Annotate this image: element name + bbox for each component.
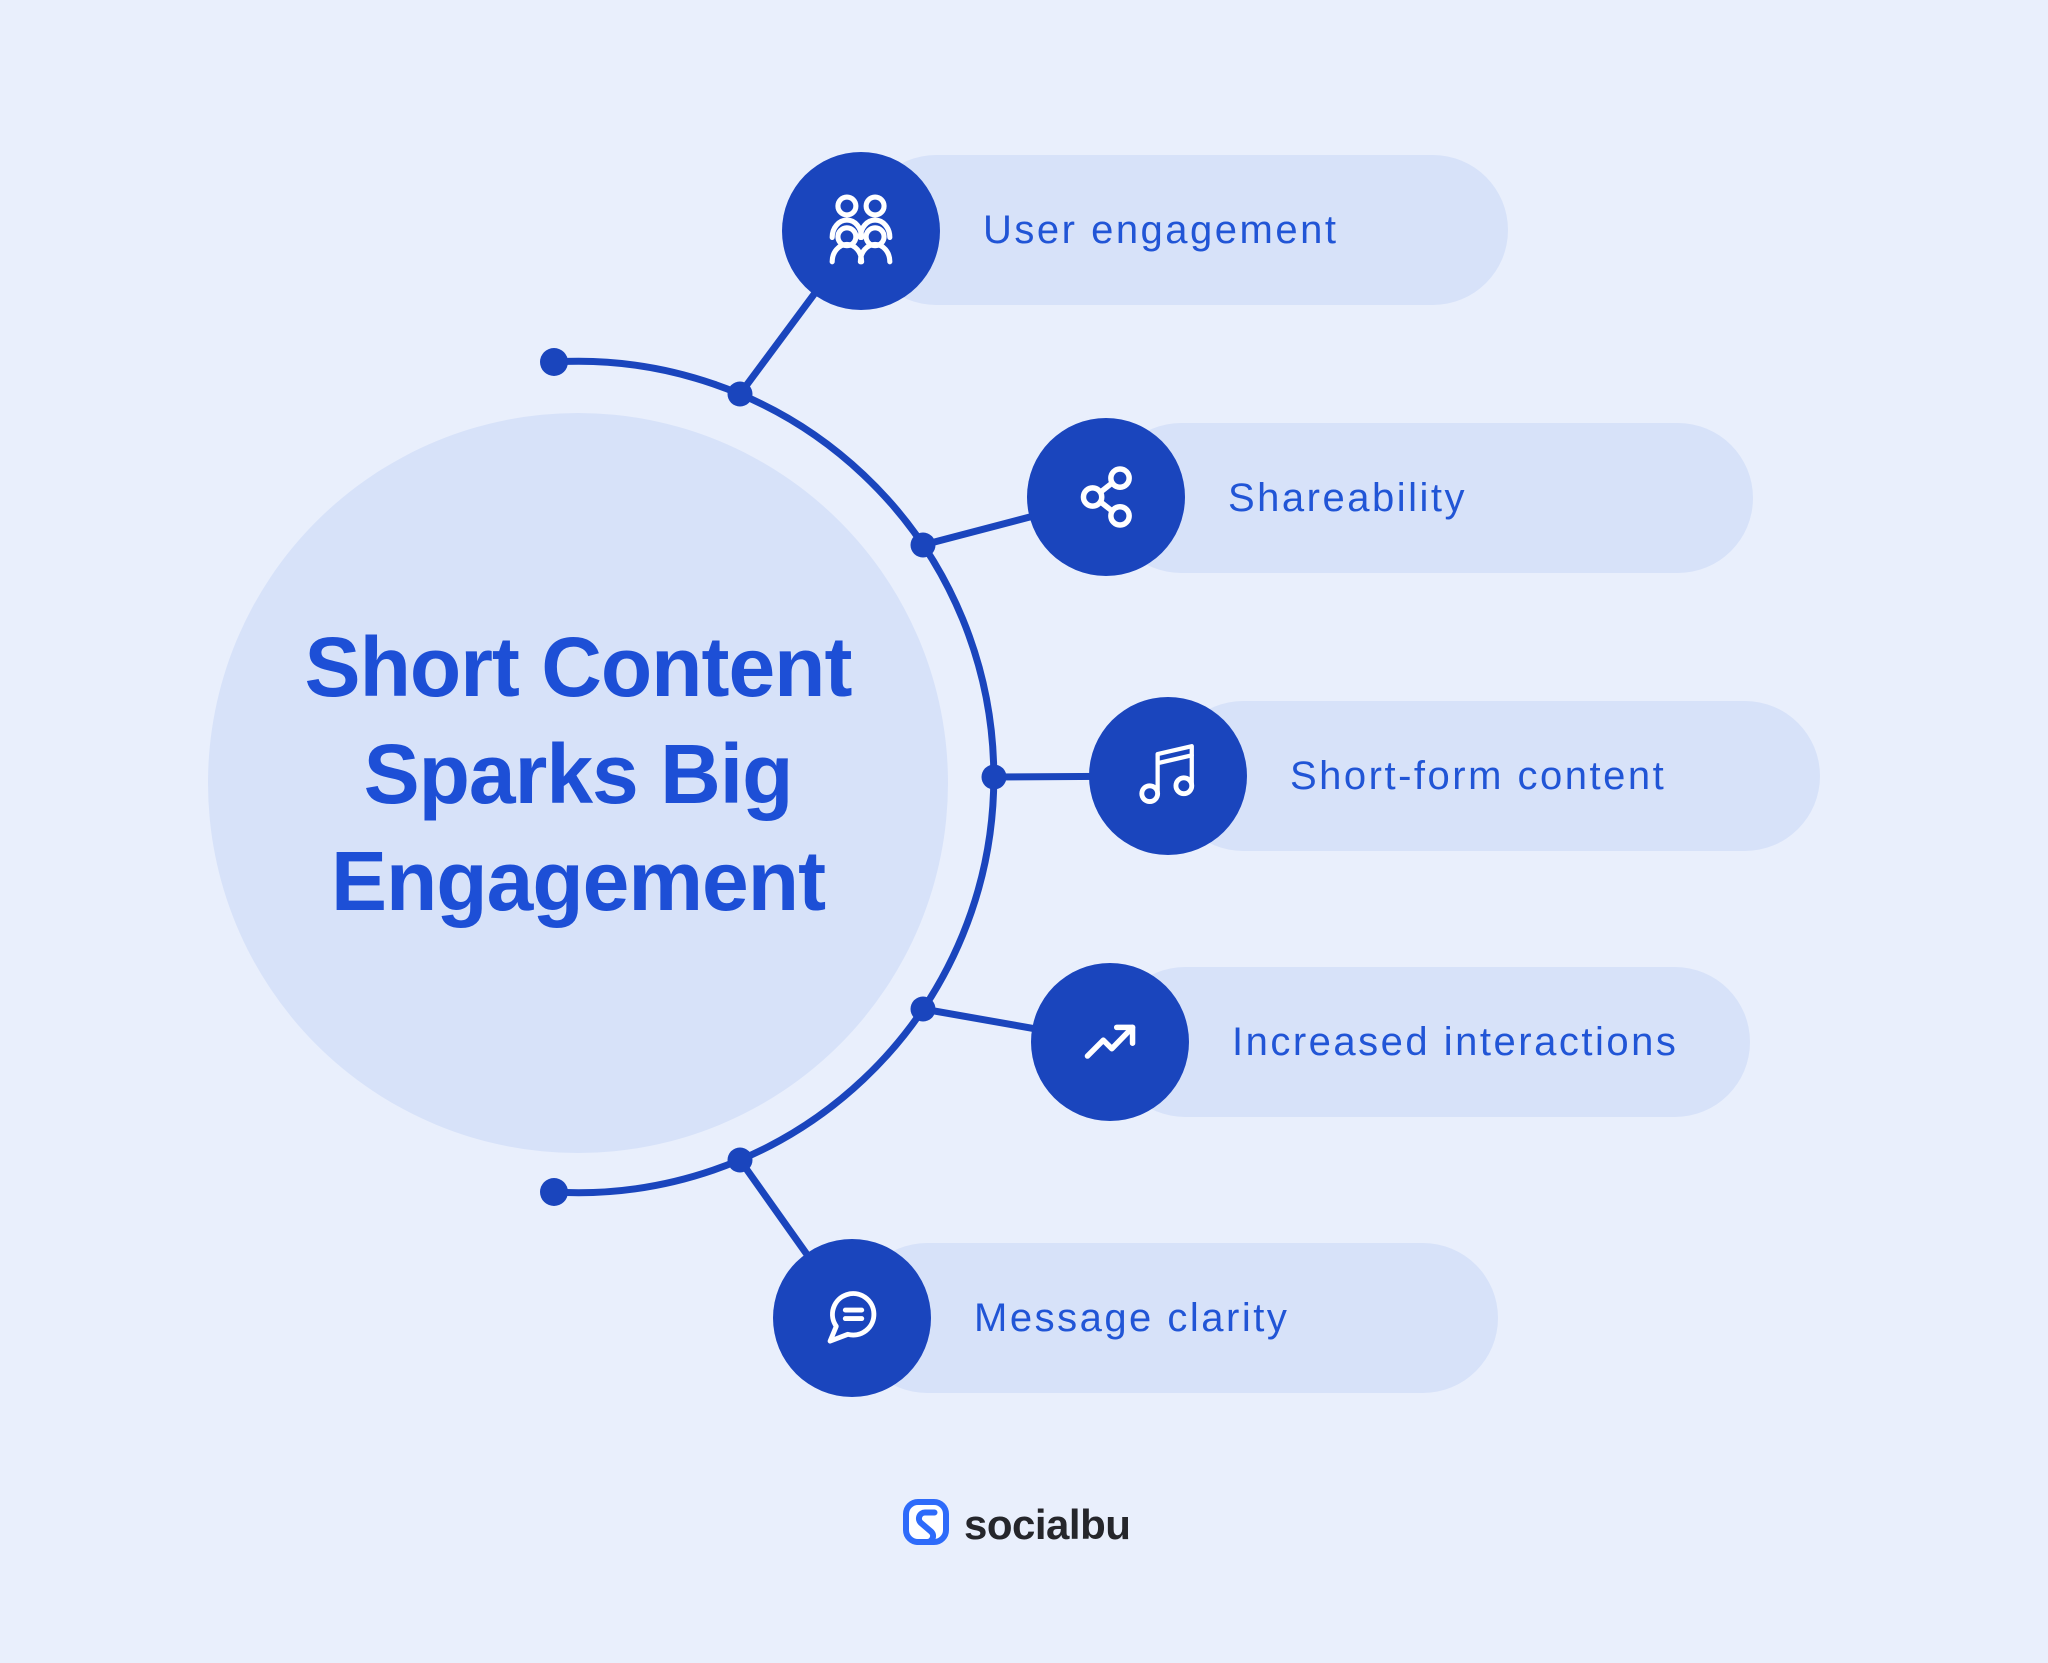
music-note-icon	[1129, 737, 1207, 815]
pill-label: Message clarity	[974, 1295, 1290, 1340]
node-user-engagement	[782, 152, 940, 310]
arc-dot-shareability	[910, 532, 936, 558]
chat-bubble-icon	[813, 1279, 891, 1357]
arc-dot-message-clarity	[727, 1147, 753, 1173]
pill-shareability: Shareability	[1106, 423, 1753, 573]
pill-label: Short-form content	[1290, 753, 1667, 798]
pill-label: Shareability	[1228, 475, 1468, 520]
trend-up-icon	[1071, 1003, 1149, 1081]
pill-label: Increased interactions	[1232, 1019, 1679, 1064]
page-title-line3: Engagement	[330, 834, 826, 928]
pill-label: User engagement	[983, 207, 1339, 252]
node-increased-interactions	[1031, 963, 1189, 1121]
node-short-form-content	[1089, 697, 1247, 855]
page-title-line2: Sparks Big	[363, 727, 794, 821]
pill-short-form-content: Short-form content	[1168, 701, 1820, 851]
arc-dot-interactions	[910, 996, 936, 1022]
brand-wordmark: socialbu	[964, 1500, 1131, 1548]
page-title: Short Content Sparks Big Engagement	[178, 614, 978, 935]
arc-dot-short-form	[981, 764, 1007, 790]
pill-user-engagement: User engagement	[861, 155, 1508, 305]
share-icon	[1067, 458, 1145, 536]
node-shareability	[1027, 418, 1185, 576]
socialbu-logo-icon	[902, 1498, 950, 1551]
pill-increased-interactions: Increased interactions	[1110, 967, 1750, 1117]
users-icon	[820, 190, 902, 272]
arc-dot-user-engagement	[727, 381, 753, 407]
arc-end-dot-bottom	[540, 1178, 568, 1206]
node-message-clarity	[773, 1239, 931, 1397]
page-title-line1: Short Content	[304, 620, 853, 714]
hub-circle	[208, 413, 948, 1153]
arc-end-dot-top	[540, 348, 568, 376]
brand-logo: socialbu	[902, 1498, 1131, 1551]
pill-message-clarity: Message clarity	[852, 1243, 1498, 1393]
